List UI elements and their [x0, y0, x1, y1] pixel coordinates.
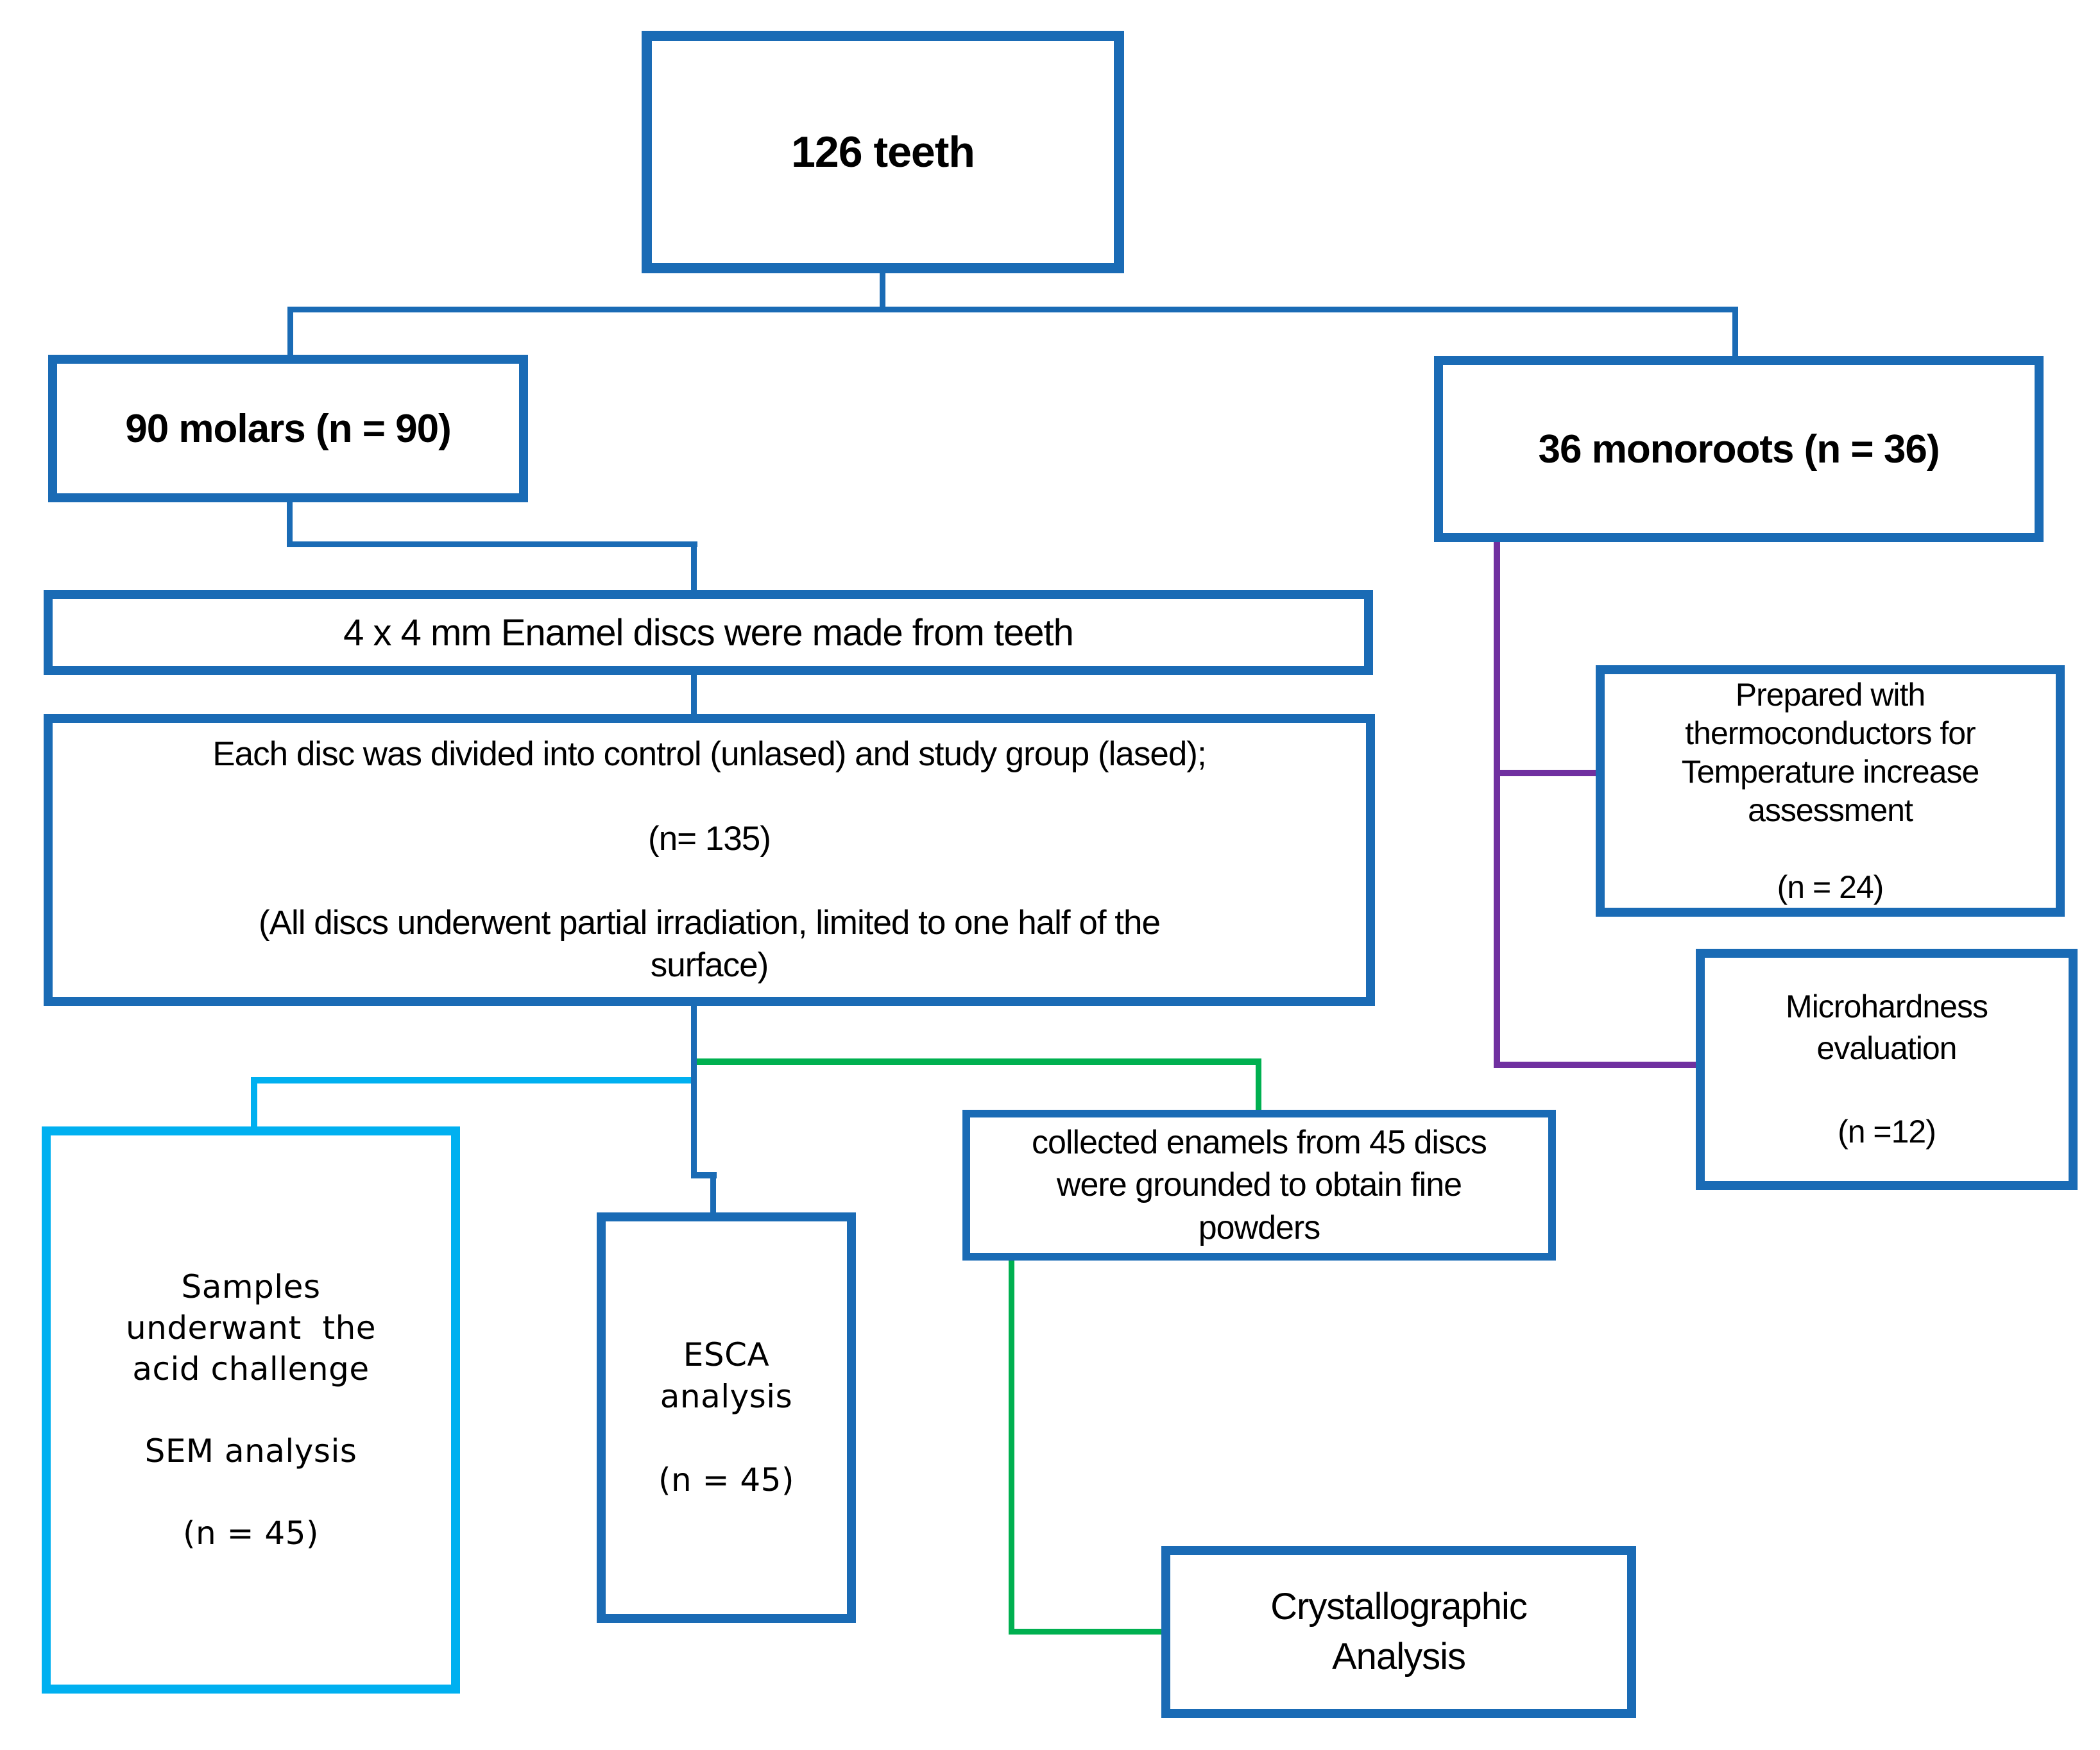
edge-discs-to-division: [691, 675, 697, 714]
node-crystallographic-analysis: Crystallographic Analysis: [1161, 1546, 1636, 1718]
edge-purple-to-prepared: [1494, 770, 1596, 776]
edge-monoroots-down: [1494, 542, 1500, 1068]
node-disc-division: Each disc was divided into control (unla…: [44, 714, 1375, 1006]
node-90-molars: 90 molars (n = 90): [48, 355, 528, 502]
node-thermoconductors: Prepared with thermoconductors for Tempe…: [1596, 665, 2065, 917]
node-sem-analysis: Samples underwant the acid challenge SEM…: [42, 1126, 460, 1694]
edge-jog-to-esca: [710, 1172, 716, 1212]
edge-cyan-to-samples: [251, 1077, 257, 1126]
edge-step-to-discs: [691, 541, 697, 590]
edge-molars-step-horizontal: [287, 541, 697, 547]
edge-collected-down: [1009, 1261, 1014, 1635]
node-esca-analysis: ESCA analysis (n = 45): [597, 1212, 856, 1623]
node-36-monoroots: 36 monoroots (n = 36): [1434, 356, 2044, 542]
edge-esca-jog-horizontal: [691, 1172, 717, 1178]
node-collected-enamels: collected enamels from 45 discs were gro…: [962, 1110, 1556, 1261]
edge-split-to-molars: [287, 307, 293, 355]
edge-molars-down: [287, 502, 293, 547]
edge-teeth-down: [880, 273, 885, 312]
edge-green-horizontal: [697, 1058, 1261, 1065]
edge-split-to-monoroots: [1732, 307, 1738, 356]
edge-cyan-horizontal: [251, 1077, 691, 1083]
edge-purple-to-microhardness: [1494, 1062, 1696, 1068]
edge-division-down: [691, 1006, 697, 1178]
node-enamel-discs: 4 x 4 mm Enamel discs were made from tee…: [44, 590, 1373, 675]
edge-green-to-crystal: [1009, 1629, 1161, 1635]
node-126-teeth: 126 teeth: [642, 31, 1124, 273]
node-microhardness: Microhardness evaluation (n =12): [1696, 949, 2078, 1190]
edge-green-to-collected: [1256, 1058, 1261, 1110]
edge-teeth-split-horizontal: [287, 307, 1738, 312]
